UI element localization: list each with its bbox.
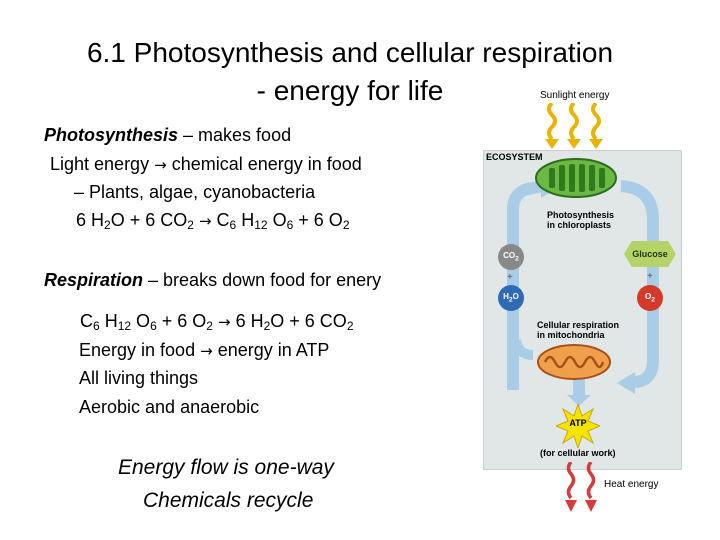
photosynthesis-diagram-label: Photosynthesis in chloroplasts [547,210,614,230]
heat-energy-label: Heat energy [604,479,659,490]
respiration-aerobic: Aerobic and anaerobic [79,397,260,417]
respiration-label-line2: in mitochondria [537,330,605,340]
glucose-molecule: Glucose [624,241,676,267]
heat-arrows-icon [565,462,597,512]
co2-molecule: CO2 [498,244,524,270]
sunlight-arrows-icon [545,103,603,149]
respiration-heading-rest: – breaks down food for enery [143,270,382,290]
respiration-conversion-right: energy in ATP [217,340,330,360]
slide-title: 6.1 Photosynthesis and cellular respirat… [0,34,700,110]
respiration-equation-left: C6 H12 O6 + 6 O2 [80,311,213,333]
photosynthesis-conversion-left: Light energy [50,154,150,174]
title-line-2: - energy for life [256,75,444,106]
sunlight-energy-label: Sunlight energy [540,90,610,101]
title-line-1: 6.1 Photosynthesis and cellular respirat… [86,37,614,68]
photosynthesis-heading-rest: – makes food [178,125,292,145]
plus-sign: + [647,271,653,282]
h2o-label: H2O [503,292,519,304]
photosynthesis-equation-left: 6 H2O + 6 CO2 [76,210,194,232]
photosynthesis-label-line1: Photosynthesis [547,210,615,220]
respiration-heading-line: Respiration – breaks down food for enery [44,269,381,291]
co2-label: CO2 [503,251,519,263]
footer-chemicals-recycle: Chemicals recycle [143,489,314,512]
o2-molecule: O2 [637,285,663,311]
photosynthesis-heading-line: Photosynthesis – makes food [44,124,291,146]
photosynthesis-label-line2: in chloroplasts [547,220,612,230]
respiration-equation: C6 H12 O6 + 6 O2 → 6 H2O + 6 CO2 [80,310,354,333]
atp-burst-icon [556,404,600,448]
chloroplast-icon [535,158,617,198]
photosynthesis-equation: 6 H2O + 6 CO2 → C6 H12 O6 + 6 O2 [76,209,350,232]
right-arrow-icon: → [217,313,231,331]
respiration-conversion: Energy in food → energy in ATP [79,339,329,362]
h2o-molecule: H2O [498,285,524,311]
respiration-conversion-left: Energy in food [79,340,196,360]
respiration-heading: Respiration [44,270,144,290]
photosynthesis-equation-right: C6 H12 O6 + 6 O2 [216,210,350,232]
photosynthesis-organisms: – Plants, algae, cyanobacteria [74,182,316,202]
o2-label: O2 [645,292,655,304]
plus-sign: + [507,272,513,283]
right-arrow-icon: → [200,342,213,360]
ecosystem-label: ECOSYSTEM [486,152,543,162]
respiration-equation-right: 6 H2O + 6 CO2 [235,311,354,333]
glucose-label: Glucose [632,249,668,259]
photosynthesis-conversion: Light energy → chemical energy in food [50,153,362,176]
atp-label: ATP [569,418,587,428]
respiration-diagram-label: Cellular respiration in mitochondria [537,320,619,340]
respiration-living-things: All living things [79,368,199,388]
right-arrow-icon: → [198,212,212,230]
footer-energy-flow: Energy flow is one-way [118,456,334,479]
right-arrow-icon: → [154,156,167,174]
photosynthesis-heading: Photosynthesis [44,125,179,145]
photosynthesis-conversion-right: chemical energy in food [171,154,362,174]
atp-note: (for cellular work) [540,448,616,458]
respiration-label-line1: Cellular respiration [537,320,620,330]
mitochondrion-icon [537,344,611,380]
